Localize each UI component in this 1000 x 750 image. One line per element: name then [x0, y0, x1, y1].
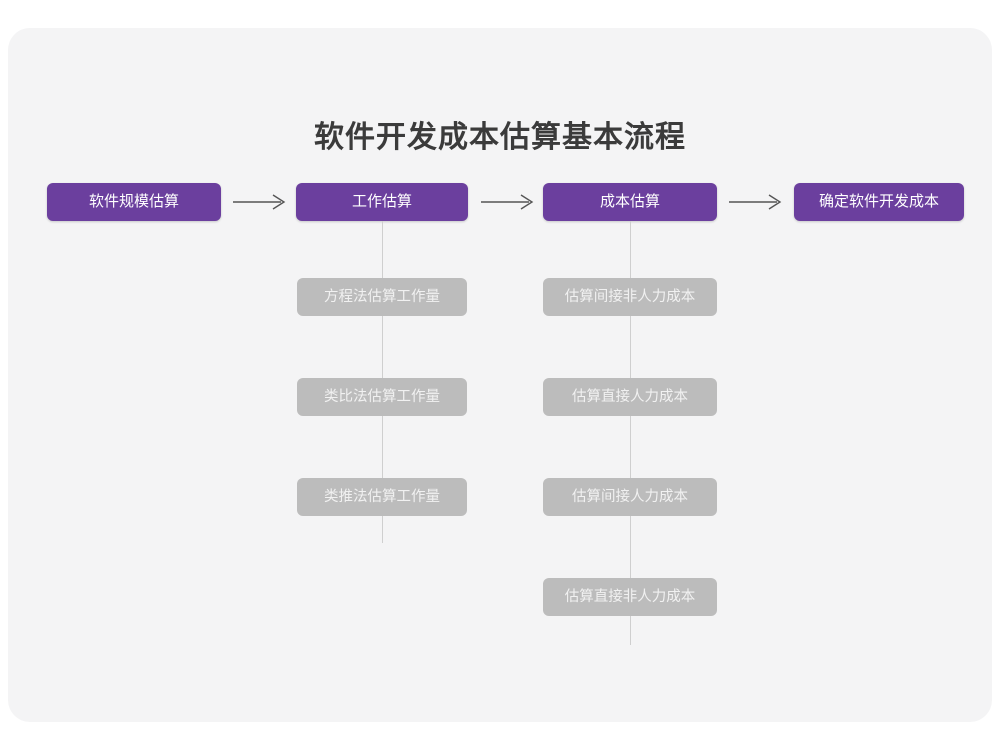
sub-node-stack-effort: 方程法估算工作量 类比法估算工作量 类推法估算工作量	[282, 278, 482, 578]
diagram-canvas: 软件开发成本估算基本流程 软件规模估算 工作估算 方程法估算工作量 类比法估算工…	[8, 28, 992, 722]
flow-subnode-equation-method[interactable]: 方程法估算工作量	[297, 278, 467, 316]
flow-node-effort-estimation[interactable]: 工作估算	[296, 183, 468, 221]
page-title: 软件开发成本估算基本流程	[314, 121, 686, 154]
sub-node-stack-cost: 估算间接非人力成本 估算直接人力成本 估算间接人力成本 估算直接非人力成本	[530, 278, 730, 678]
flow-subnode-indirect-nonlabor-cost[interactable]: 估算间接非人力成本	[543, 278, 717, 316]
flow-node-cost-estimation[interactable]: 成本估算	[543, 183, 717, 221]
flow-subnode-direct-nonlabor-cost[interactable]: 估算直接非人力成本	[543, 578, 717, 616]
flow-subnode-direct-labor-cost[interactable]: 估算直接人力成本	[543, 378, 717, 416]
arrow-right-icon	[728, 193, 784, 211]
flow-node-software-scale-estimation[interactable]: 软件规模估算	[47, 183, 221, 221]
arrow-right-icon	[480, 193, 536, 211]
arrow-right-icon	[232, 193, 288, 211]
flow-subnode-indirect-labor-cost[interactable]: 估算间接人力成本	[543, 478, 717, 516]
flow-subnode-analogy-method[interactable]: 类比法估算工作量	[297, 378, 467, 416]
connector-line-cost	[630, 221, 631, 645]
flow-node-determine-development-cost[interactable]: 确定软件开发成本	[794, 183, 964, 221]
flow-subnode-inference-method[interactable]: 类推法估算工作量	[297, 478, 467, 516]
